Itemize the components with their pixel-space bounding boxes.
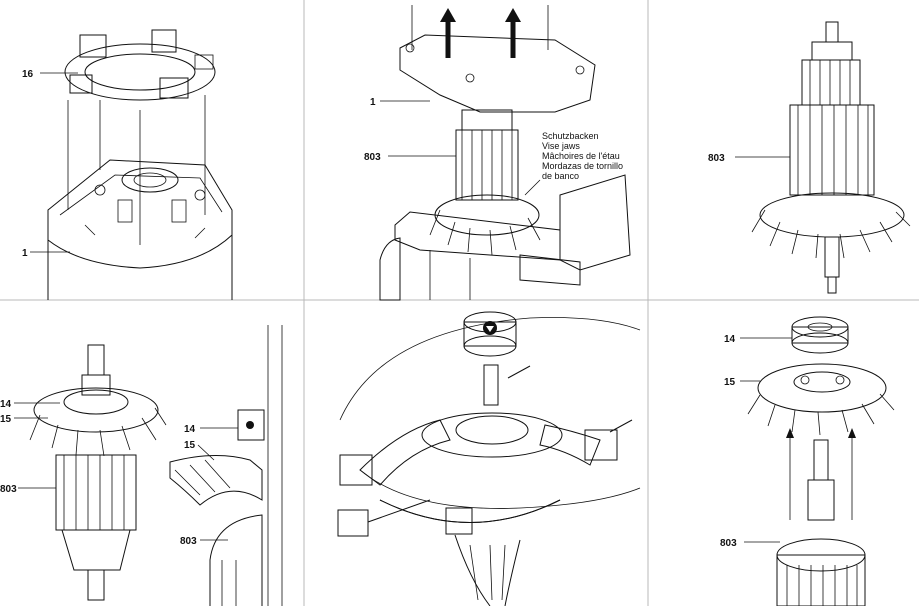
armature-illustration <box>776 439 866 606</box>
fan-illustration <box>747 363 895 436</box>
callout-label: 1 <box>22 248 28 259</box>
bearing-puller-illustration <box>337 364 633 606</box>
armature-illustration <box>751 21 911 294</box>
armature-illustration <box>29 344 167 601</box>
callout-label: 803 <box>720 538 737 549</box>
callout-label: 803 <box>0 484 17 495</box>
brush-holder-illustration <box>64 29 216 101</box>
callout-label: 803 <box>708 153 725 164</box>
bearing-illustration <box>791 316 849 354</box>
panel-bearing-assembly: 14 15 803 14 15 803 <box>0 325 283 606</box>
panel-armature: 803 <box>708 21 911 294</box>
panel-bearing-install: 14 15 803 <box>720 316 895 606</box>
panel-bearing-puller <box>337 311 641 606</box>
vise-jaws-label: Schutzbacken Vise jaws Mâchoires de l'ét… <box>524 131 623 196</box>
callout-label: 14 <box>184 424 196 435</box>
gear-housing-illustration <box>399 34 596 113</box>
callout-label: 15 <box>724 377 736 388</box>
armature-illustration <box>429 109 541 256</box>
motor-housing-illustration <box>47 159 233 300</box>
vise-jaws-illustration <box>379 174 631 301</box>
callout-label: 803 <box>180 536 197 547</box>
svg-text:de banco: de banco <box>542 171 579 181</box>
callout-label: 15 <box>184 440 196 451</box>
callout-label: 14 <box>724 334 736 345</box>
cross-section-detail-illustration <box>169 325 283 606</box>
svg-text:Vise jaws: Vise jaws <box>542 141 580 151</box>
panel-brush-holder-removal: 16 1 <box>22 29 233 300</box>
callout-label: 1 <box>370 97 376 108</box>
arrow-up-icon <box>505 8 521 58</box>
arrow-up-icon <box>440 8 456 58</box>
svg-text:Schutzbacken: Schutzbacken <box>542 131 599 141</box>
press-tool-icon <box>463 311 517 357</box>
arrow-up-icon <box>848 428 856 520</box>
callout-label: 803 <box>364 152 381 163</box>
callout-label: 15 <box>0 414 12 425</box>
panel-vise-armature: 1 803 Schutzbacken Vise jaws Mâchoires d… <box>364 5 631 301</box>
callout-label: 16 <box>22 69 34 80</box>
arrow-up-icon <box>786 428 794 520</box>
svg-text:Mordazas de tornillo: Mordazas de tornillo <box>542 161 623 171</box>
svg-text:Mâchoires de l'étau: Mâchoires de l'étau <box>542 151 620 161</box>
callout-label: 14 <box>0 399 12 410</box>
